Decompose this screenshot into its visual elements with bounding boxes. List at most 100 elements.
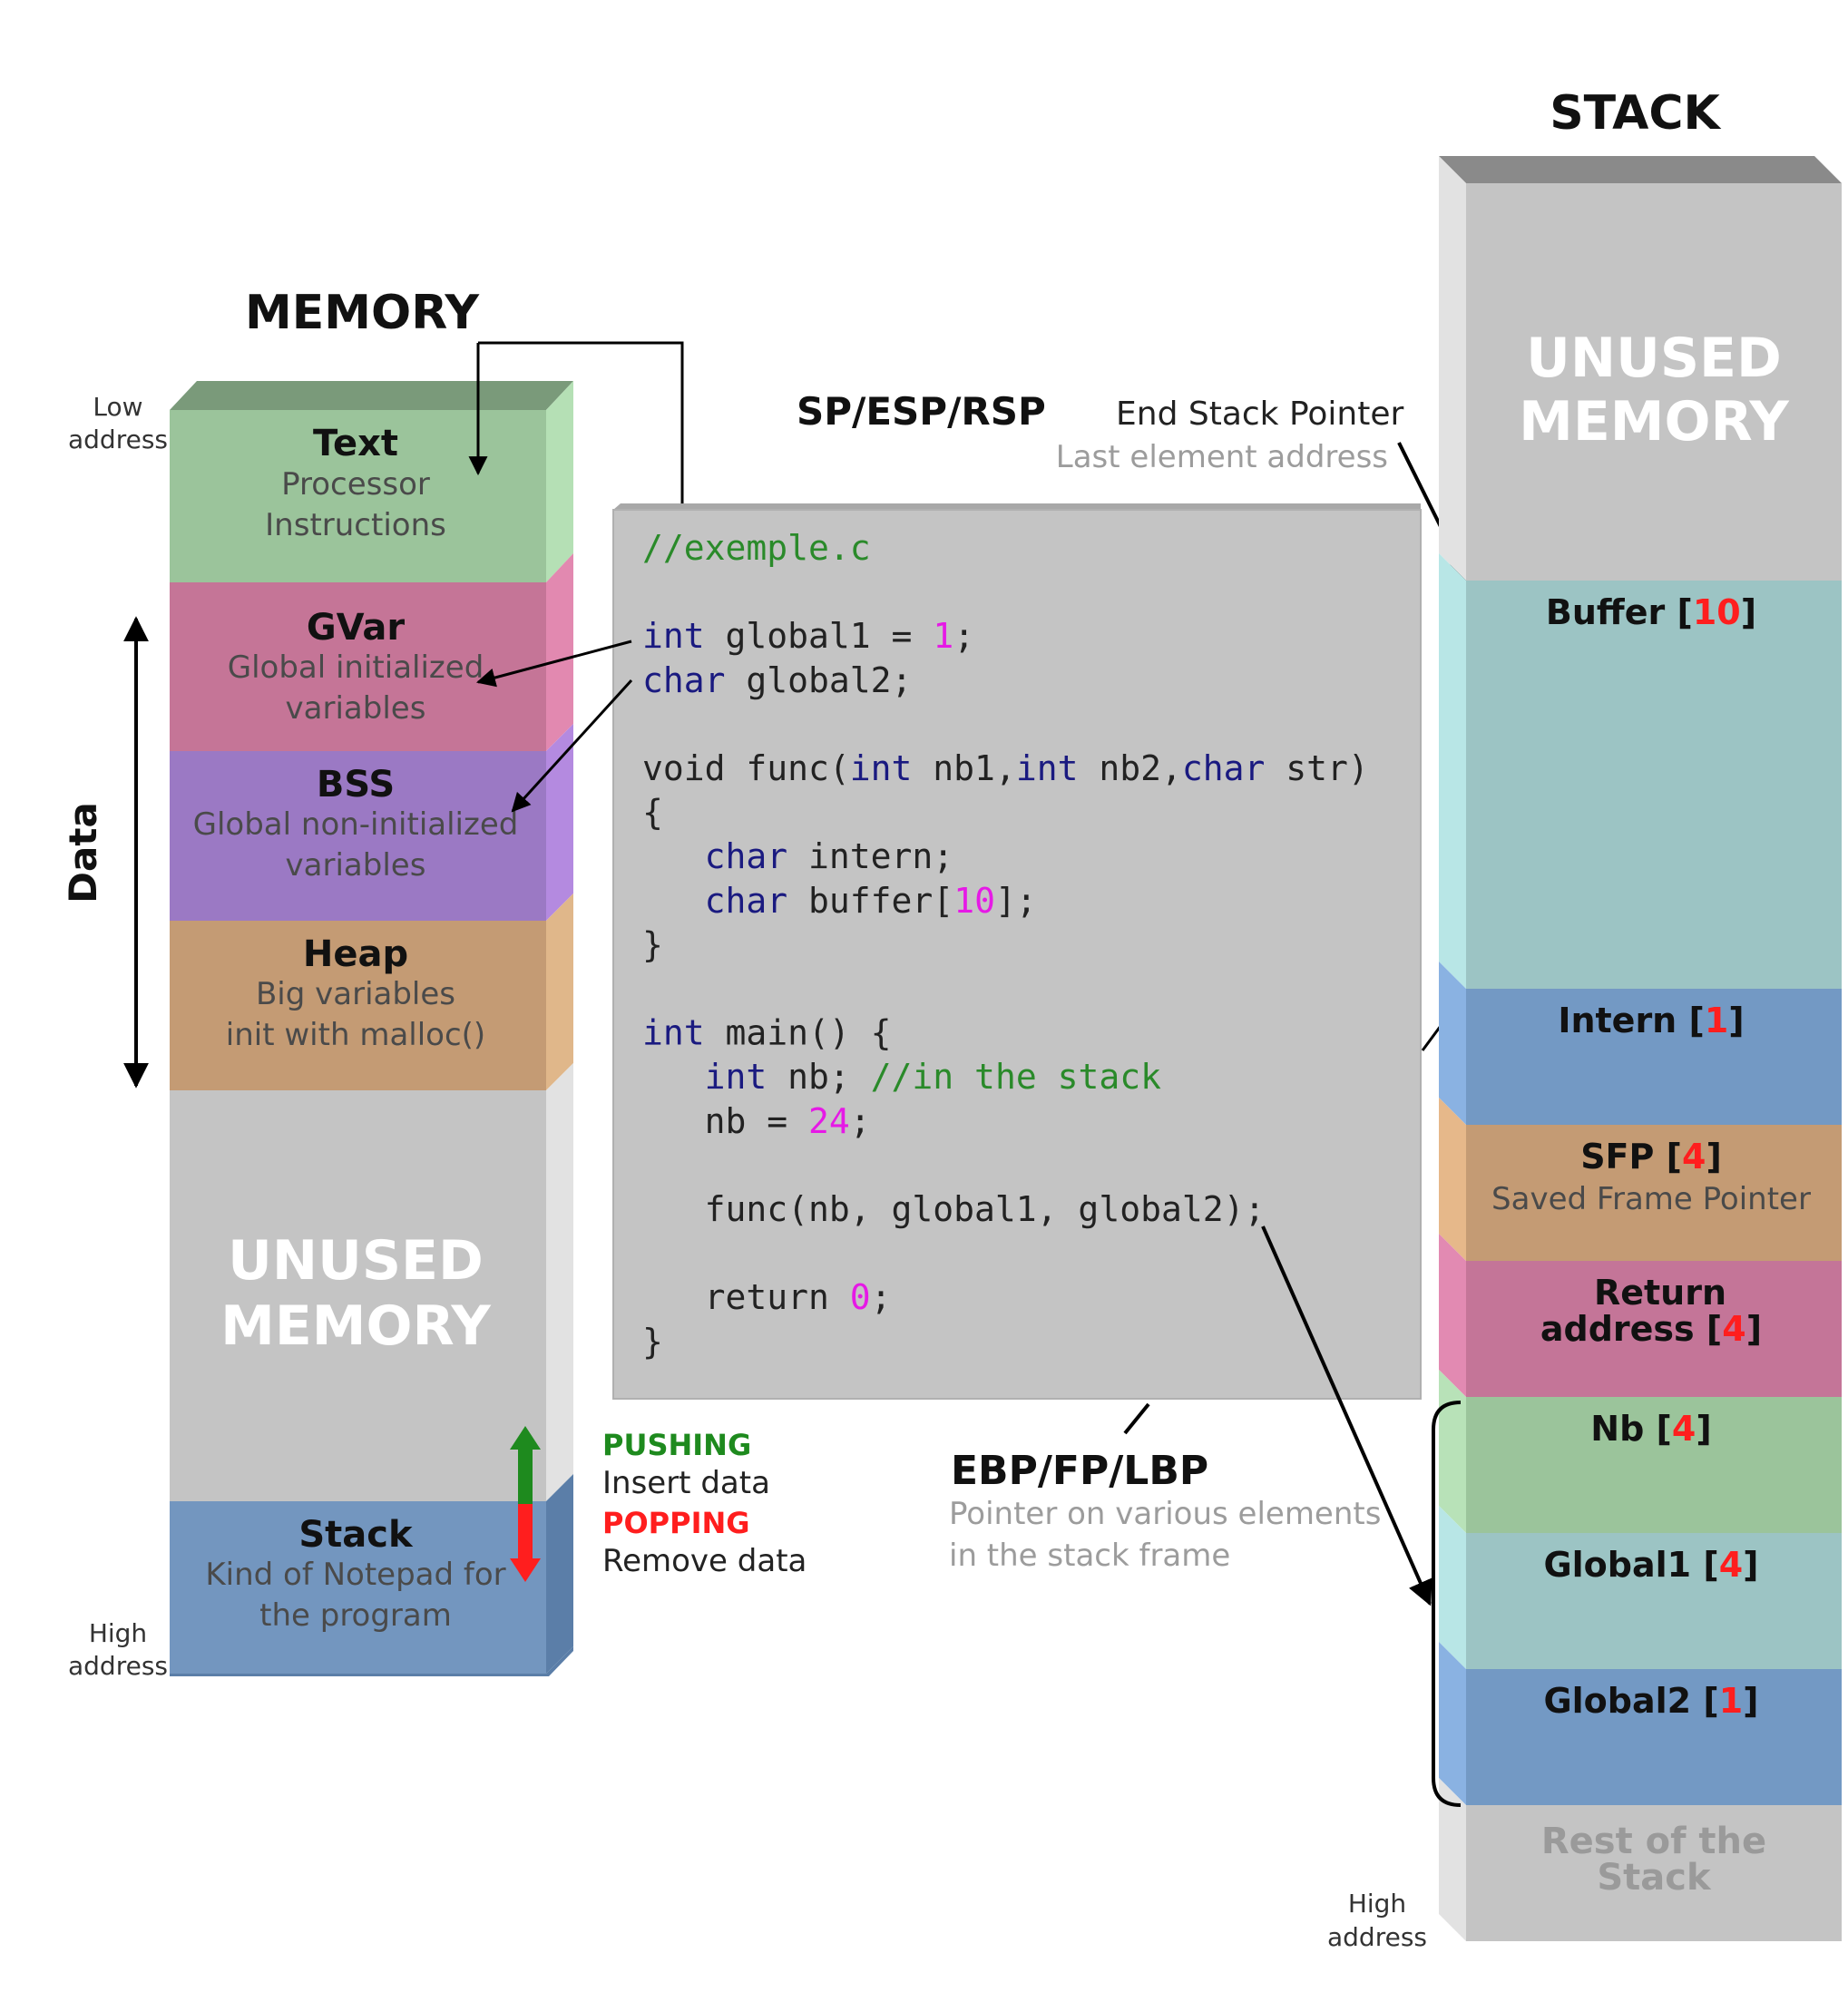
code-token: //in the stack [871,1057,1161,1097]
code-token: int [705,1057,768,1097]
memory-high-address-2: address [68,1651,168,1681]
stack-cell-global1 [1466,1533,1842,1669]
code-token: nb = [642,1101,808,1141]
code-token: 0 [850,1277,871,1317]
intern-size: 1 [1705,1001,1728,1040]
stack-segment [170,1501,546,1674]
pushing-desc: Insert data [602,1465,770,1501]
stack-cell-intern [1466,989,1842,1125]
func-call-arrow [1261,1225,1432,1606]
code-token: func(nb, global1, global2); [642,1189,1265,1229]
code-token: 24 [808,1101,850,1141]
code-token: nb2, [1078,748,1181,788]
heap-segment-desc-2: init with malloc() [226,1017,485,1053]
stack-high-address-1: High [1348,1889,1406,1919]
global2-size: 1 [1719,1681,1743,1721]
text-segment-desc-1: Processor [281,466,430,503]
unused-memory-title-1: UNUSED [228,1229,484,1293]
stack-unused-title-2: MEMORY [1519,390,1790,454]
stack-high-address-2: address [1327,1922,1427,1952]
code-token: global2; [726,660,913,700]
code-token: ; [953,616,974,656]
data-label: Data [61,802,105,903]
stack-unused-cell [1466,183,1842,581]
push-arrow-shaft [518,1450,533,1504]
rest-label-1: Rest of the [1541,1821,1766,1862]
global1-arrow [475,640,632,688]
stack-cell-nb [1466,1397,1842,1533]
code-token: return [642,1277,850,1317]
code-token: ; [850,1101,871,1141]
global1-label: Global1 [4] [1543,1545,1758,1585]
return-label-2: address [4] [1540,1309,1762,1349]
pop-arrow-icon [510,1558,541,1582]
code-token: nb1, [912,748,1015,788]
code-token: char [642,660,726,700]
code-token: int [642,616,705,656]
code-token: ; [871,1277,892,1317]
code-token [642,836,705,876]
stack-title: STACK [1550,86,1721,141]
code-token: char [705,881,788,921]
code-token: int [850,748,913,788]
global2-arrow [511,679,633,813]
stack-cell-buffer [1466,581,1842,989]
memory-high-address-1: High [89,1618,147,1648]
bss-segment-desc-2: variables [286,847,426,884]
stack-cell-return-address [1466,1261,1842,1397]
sfp-label: SFP [4] [1580,1137,1722,1177]
unused-memory-title-2: MEMORY [220,1294,492,1358]
code-token: void func( [642,748,850,788]
push-arrow-icon [510,1426,541,1450]
ebp-label: EBP/FP/LBP [951,1448,1208,1494]
bss-segment-desc-1: Global non-initialized [193,806,519,843]
sp-desc: End Stack Pointer [1116,395,1404,433]
heap-segment [170,921,546,1090]
code-token: //exemple.c [642,528,871,568]
code-token: intern; [787,836,953,876]
popping-label: POPPING [602,1506,750,1540]
sp-label: SP/ESP/RSP [797,389,1046,434]
stack-unused-title-1: UNUSED [1526,327,1782,390]
pop-arrow-shaft [518,1504,533,1558]
memory-column: Text Processor Instructions GVar Global … [170,381,573,1676]
ebp-desc-2: in the stack frame [949,1538,1230,1574]
gvar-segment-desc-2: variables [286,690,426,727]
code-token: { [642,793,663,833]
stack-segment-desc-1: Kind of Notepad for [205,1557,505,1593]
sfp-size: 4 [1682,1137,1706,1177]
memory-title: MEMORY [245,286,480,340]
stack-cell-rest [1466,1805,1842,1941]
popping-desc: Remove data [602,1543,807,1579]
stack-segment-desc-2: the program [259,1597,452,1634]
code-token: } [642,924,663,964]
ebp-desc-1: Pointer on various elements [949,1496,1381,1532]
stack-column: STACK UNUSED MEMORY Buffer [10] Intern [… [1432,86,1842,1941]
code-token: str) [1265,748,1368,788]
heap-segment-title: Heap [303,933,408,975]
memory-low-address-2: address [68,425,168,454]
stack-segment-title: Stack [298,1514,414,1556]
code-token: buffer[ [787,881,953,921]
buffer-size: 10 [1693,592,1741,632]
sfp-desc: Saved Frame Pointer [1491,1181,1811,1217]
code-token: int [642,1013,705,1053]
memory-low-address-1: Low [93,392,142,422]
intern-label: Intern [1] [1558,1001,1744,1040]
code-token: ]; [995,881,1037,921]
code-token: } [642,1322,663,1362]
pushing-label: PUSHING [602,1428,751,1462]
global1-size: 4 [1719,1545,1743,1585]
code-token [642,1057,705,1097]
stack-frame-bracket [1432,1401,1462,1807]
bss-segment-title: BSS [317,764,395,806]
text-segment [170,410,546,582]
sp-sub: Last element address [1056,439,1388,475]
rest-label-2: Stack [1597,1857,1712,1899]
code-token: 1 [933,616,953,656]
stack-cell-global2 [1466,1669,1842,1805]
